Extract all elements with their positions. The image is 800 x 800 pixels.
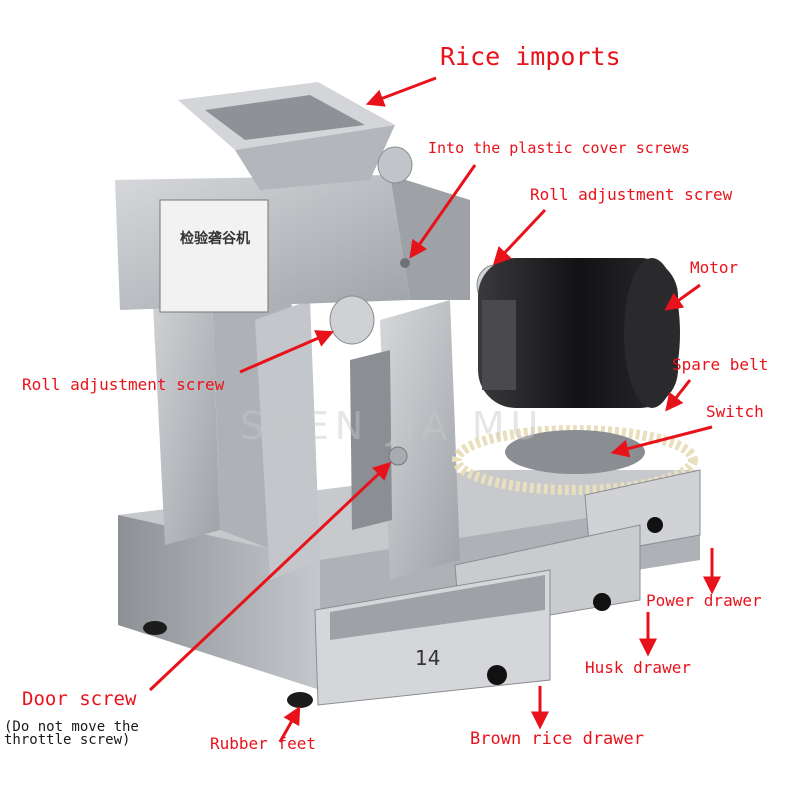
label-roll-adjustment-screw-right: Roll adjustment screw	[530, 185, 733, 204]
watermark: SHEN JIA MU	[240, 404, 545, 448]
motor-body	[478, 258, 680, 408]
label-husk-drawer: Husk drawer	[585, 658, 691, 677]
upper-housing	[115, 175, 470, 313]
label-door-screw: Door screw	[22, 688, 137, 710]
label-power-drawer: Power drawer	[646, 591, 762, 610]
annotation-arrows	[148, 76, 721, 743]
nameplate-title: 检验砻谷机	[180, 231, 250, 247]
label-roll-adjustment-screw-left: Roll adjustment screw	[22, 375, 225, 394]
label-plastic-cover-screws: Into the plastic cover screws	[428, 139, 690, 157]
drawer-mark: 14	[415, 646, 441, 670]
machine-frame	[150, 230, 460, 580]
label-door-screw-note: (Do not move the throttle screw)	[4, 719, 139, 749]
drawers	[314, 469, 701, 706]
label-rubber-feet: Rubber feet	[210, 734, 316, 753]
rubber-feet	[143, 621, 313, 708]
belt-gear	[452, 425, 698, 495]
label-switch: Switch	[706, 402, 764, 421]
rice-hopper	[178, 82, 395, 190]
label-rice-imports: Rice imports	[440, 42, 621, 71]
label-motor: Motor	[690, 258, 739, 277]
label-spare-belt: Spare belt	[672, 355, 769, 374]
label-brown-rice-drawer: Brown rice drawer	[470, 729, 644, 749]
